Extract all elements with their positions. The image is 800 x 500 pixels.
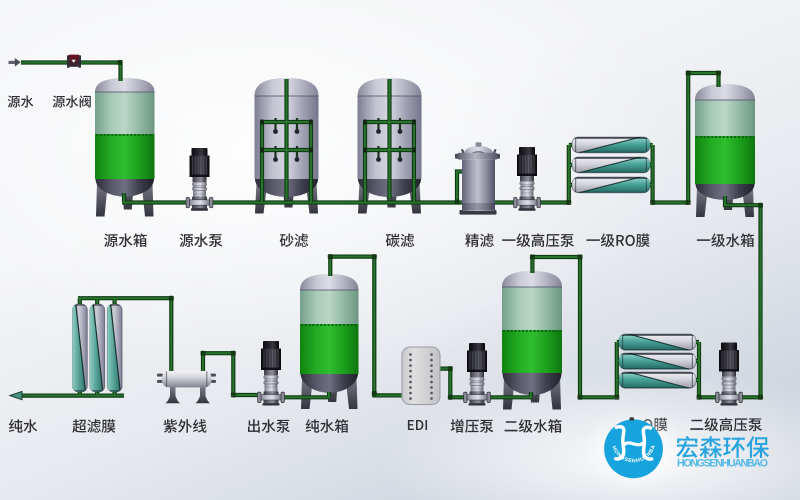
svg-text:HONGSENHUANBAO: HONGSENHUANBAO [677,458,768,470]
